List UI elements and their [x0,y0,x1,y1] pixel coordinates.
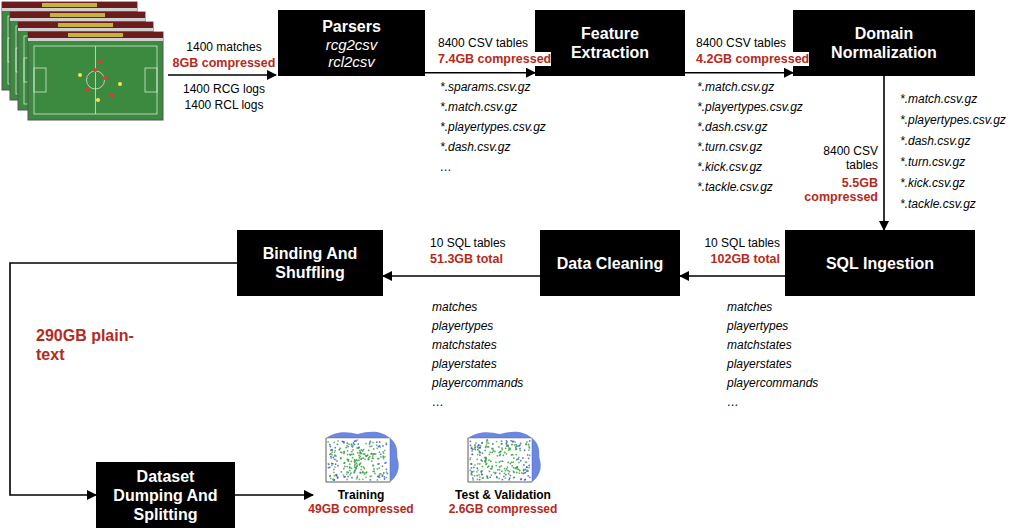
output-plot: Training49GB compressed [313,428,409,528]
file-name: playerstates [727,357,792,371]
file-name: *.match.csv.gz [440,100,517,114]
file-name: matchstates [432,338,497,352]
flow-arrow [685,72,793,74]
size-label: 4.2GB compressed [696,52,809,66]
scatter-plot [318,428,404,488]
box-title: Domain Normalization [801,24,967,62]
file-name: *.sparams.csv.gz [440,80,530,94]
flow-arrow [10,263,237,495]
edge-label: 8400 CSV tables [808,144,878,172]
file-name: *.tackle.csv.gz [697,180,773,194]
box-title: Dataset Dumping And Splitting [104,467,227,524]
file-name: *.turn.csv.gz [697,140,762,154]
file-name: playercommands [727,376,818,390]
edge-label: 10 SQL tables [696,236,780,250]
edge-label: 8400 CSV tables [696,36,786,50]
size-label: 51.3GB total [430,252,503,266]
file-name: matches [432,300,477,314]
size-label: 5.5GB compressed [800,176,878,204]
flow-arrow [883,76,885,230]
file-name: *.match.csv.gz [697,80,774,94]
box-title: Binding And Shuffling [245,244,375,282]
file-name: *.kick.csv.gz [900,176,965,190]
match-screenshots [0,0,175,125]
file-name: *.playertypes.csv.gz [697,100,803,114]
file-name: playertypes [432,319,493,333]
process-box: SQL Ingestion [785,230,975,296]
box-title: Data Cleaning [557,254,664,273]
split-name: Training [338,488,385,502]
file-name: playertypes [727,319,788,333]
data-label: 1400 matches [170,40,278,54]
edge-label: 10 SQL tables [430,236,506,250]
box-title: Feature Extraction [543,24,677,62]
file-name: *.turn.csv.gz [900,155,965,169]
size-label: 49GB compressed [308,502,413,516]
scatter-plot [460,428,546,488]
process-box: Domain Normalization [793,10,975,76]
file-name: matchstates [727,338,792,352]
file-name: playerstates [432,357,497,371]
file-name: *.match.csv.gz [900,92,977,106]
process-box: Dataset Dumping And Splitting [96,462,235,528]
size-label: 2.6GB compressed [449,502,558,516]
size-label: 8GB compressed [170,56,278,70]
file-name: … [727,395,739,409]
file-name: *.playertypes.csv.gz [440,120,546,134]
file-name: matches [727,300,772,314]
output-plot: Test & Validation2.6GB compressed [451,428,555,528]
split-name: Test & Validation [455,488,551,502]
file-name: *.kick.csv.gz [697,160,762,174]
tool-names: rcg2csv rcl2csv [317,36,387,70]
flow-arrow [235,494,313,496]
box-title: Parsers [322,17,381,36]
file-name: *.dash.csv.gz [697,120,767,134]
flow-arrow [383,275,540,277]
data-label: 1400 RCL logs [170,98,278,112]
edge-label: 8400 CSV tables [438,36,528,50]
process-box: Feature Extraction [535,10,685,76]
data-label: 1400 RCG logs [170,82,278,96]
file-name: *.playertypes.csv.gz [900,113,1006,127]
process-box: Data Cleaning [540,230,680,296]
size-label: 7.4GB compressed [438,52,551,66]
edge-label: 290GB plain-text [36,326,136,364]
size-label: 102GB total [696,252,780,266]
box-title: SQL Ingestion [826,254,934,273]
file-name: playercommands [432,376,523,390]
process-box: Parsersrcg2csv rcl2csv [278,10,425,76]
process-box: Binding And Shuffling [237,230,383,296]
file-name: … [440,160,452,174]
file-name: *.tackle.csv.gz [900,197,976,211]
file-name: *.dash.csv.gz [440,140,510,154]
flow-arrow [425,72,535,74]
file-name: *.dash.csv.gz [900,134,970,148]
flow-arrow [680,275,785,277]
file-name: … [432,395,444,409]
